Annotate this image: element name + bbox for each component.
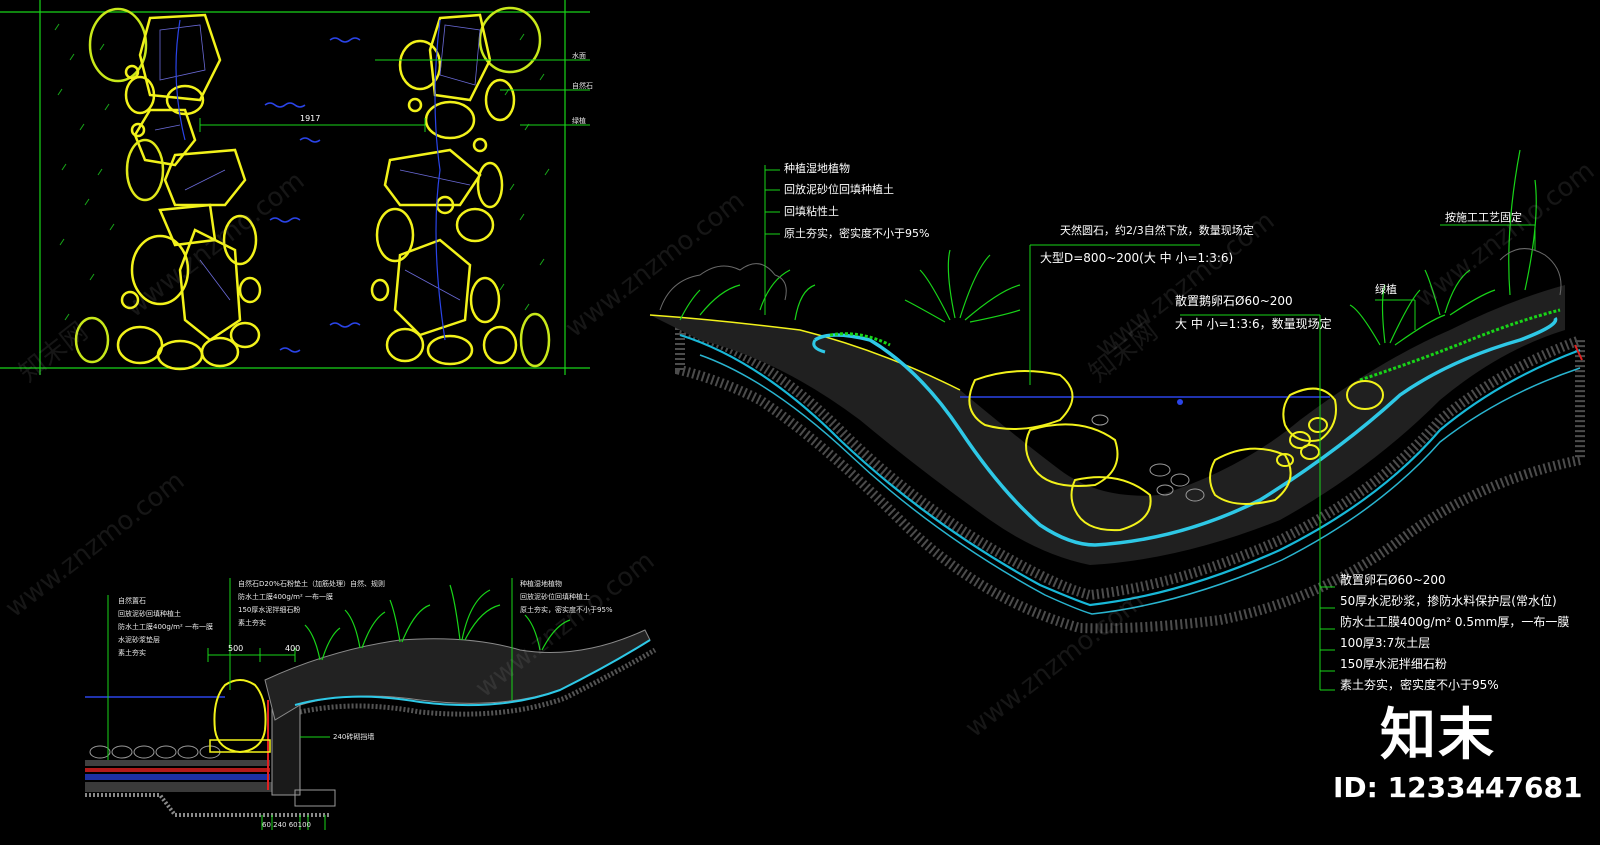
large-section-plants (679, 149, 1537, 346)
small-label-right-2: 回放泥砂位回填种植土 (520, 593, 590, 601)
large-section-boulders (968, 370, 1384, 532)
small-label-left-4: 水泥砂浆垫层 (118, 636, 160, 644)
plan-left-rocks (74, 7, 262, 371)
small-label-wall: 240砖砌挡墙 (333, 733, 375, 741)
large-section (649, 149, 1585, 691)
small-dimension-500: 500 (228, 644, 244, 653)
small-dimension-400: 400 (285, 644, 301, 653)
large-label-bottom-5: 150厚水泥拌细石粉 (1340, 657, 1447, 671)
large-label-bottom-2: 50厚水泥砂浆，掺防水料保护层(常水位) (1340, 594, 1557, 608)
large-label-fix: 按施工工艺固定 (1445, 211, 1522, 224)
small-label-mid-1: 自然石D20%石粉垫土（加筋处理）自然、规则 (238, 580, 385, 588)
large-label-left-4: 原土夯实，密实度不小于95% (784, 227, 930, 240)
plan-label-green: 绿植 (572, 117, 586, 125)
large-label-left-2: 回放泥砂位回填种植土 (784, 183, 894, 196)
large-label-boulder-1: 天然圆石，约2/3自然下放，数量现场定 (1060, 224, 1254, 237)
large-section-membrane (814, 316, 1558, 547)
small-section-pebbles (89, 745, 221, 759)
large-label-bottom-1: 散置卵石Ø60~200 (1340, 573, 1446, 587)
large-label-left-3: 回填粘性土 (784, 205, 839, 218)
large-label-bottom-3: 防水土工膜400g/m² 0.5mm厚，一布一膜 (1340, 615, 1570, 629)
plan-dimension-text: 1917 (300, 114, 321, 123)
large-label-bottom-6: 素土夯实，密实度不小于95% (1340, 678, 1499, 692)
large-section-shrub-outline (659, 248, 1562, 311)
plan-right-rocks (370, 6, 551, 368)
large-label-green: 绿植 (1375, 283, 1397, 296)
plan-left-rock-inner (154, 24, 231, 301)
small-label-left-5: 素土夯实 (118, 649, 146, 657)
small-label-mid-3: 150厚水泥拌细石粉 (238, 606, 301, 614)
large-label-left-1: 种植湿地植物 (784, 162, 850, 175)
small-label-mid-4: 素土夯实 (238, 619, 266, 627)
large-label-bottom-4: 100厚3:7灰土层 (1340, 636, 1431, 650)
plan-label-rock: 自然石 (572, 82, 593, 90)
plan-grass-marks (54, 23, 550, 321)
small-label-left-1: 自然置石 (118, 597, 146, 605)
small-section (85, 578, 657, 830)
large-section-leaders (764, 165, 1536, 691)
large-label-boulder-2: 大型D=800~200(大 中 小=1:3:6) (1040, 251, 1234, 265)
brand-logo: 知末 (1380, 703, 1496, 768)
small-section-leaders (107, 578, 513, 830)
small-section-plants (304, 584, 571, 661)
small-section-boulder (213, 679, 267, 754)
small-bottom-dimensions: 60 240 60100 (262, 821, 311, 829)
plan-view (0, 0, 600, 375)
large-section-cobbles (1091, 414, 1205, 502)
large-label-pebble-1: 散置鹅卵石Ø60~200 (1175, 294, 1293, 308)
small-label-left-2: 回放泥砂回填种植土 (118, 610, 181, 618)
plan-label-water: 水面 (572, 52, 586, 60)
plan-water-waves (264, 37, 361, 353)
large-label-pebble-2: 大 中 小=1:3:6，数量现场定 (1175, 317, 1332, 331)
small-label-left-3: 防水土工膜400g/m² 一布一膜 (118, 623, 214, 631)
small-label-right-1: 种植湿地植物 (520, 580, 562, 588)
plan-dimension-1917 (199, 118, 426, 132)
plan-right-rock-inner (399, 19, 481, 341)
small-section-mound (264, 629, 651, 721)
image-id-label: ID: 1233447681 (1333, 771, 1583, 804)
small-label-mid-2: 防水土工膜400g/m² 一布一膜 (238, 593, 334, 601)
small-section-retaining-wall (271, 704, 301, 796)
small-label-right-3: 原土夯实，密实度不小于95% (520, 606, 613, 614)
plan-leader-lines (375, 59, 590, 126)
